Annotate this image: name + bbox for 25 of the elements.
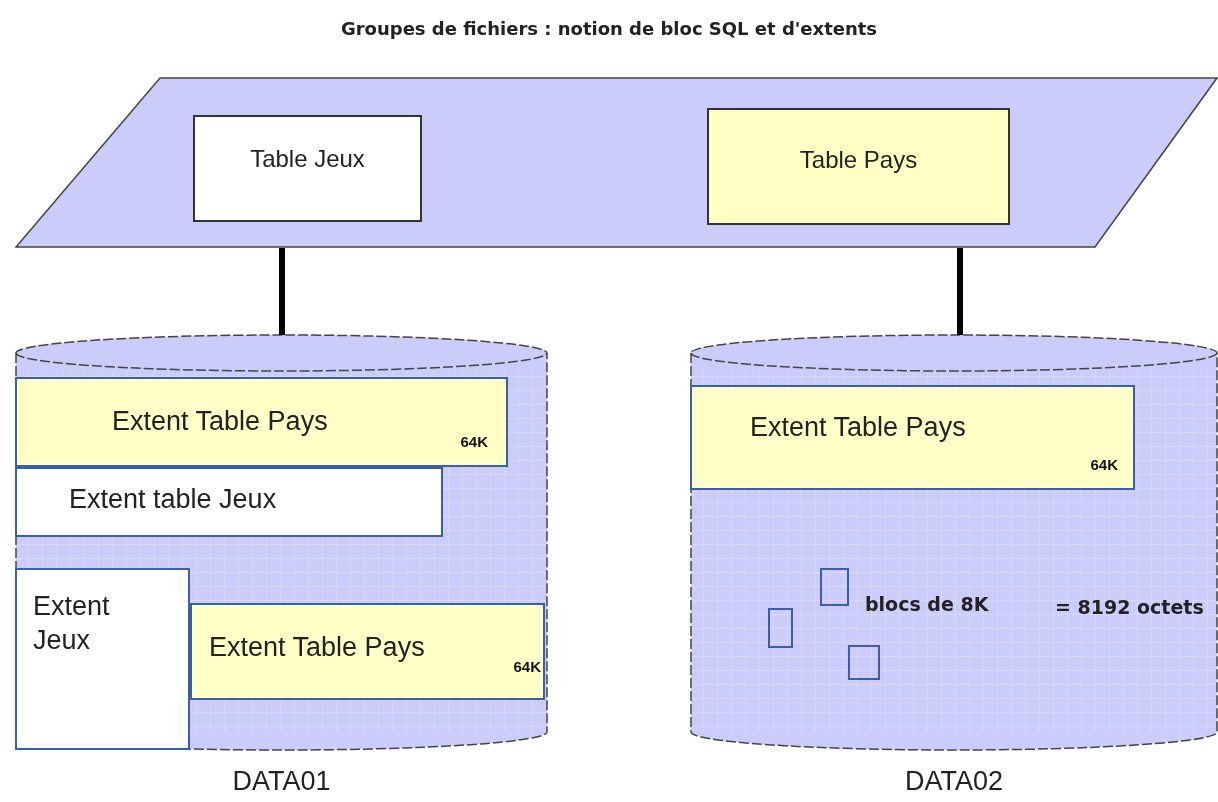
extent-label: Extent Jeux — [32, 590, 111, 657]
parallelogram-shape — [15, 77, 1218, 248]
extent-label: Extent Table Pays — [111, 405, 328, 438]
diagram-title: Groupes de fichiers : notion de bloc SQL et d'extents — [339, 17, 879, 41]
extent-label: Extent Table Pays — [749, 411, 966, 444]
cylinder-label: DATA02 — [903, 768, 1004, 795]
note-text: blocs de 8K — [865, 592, 989, 617]
extent-block — [690, 385, 1135, 490]
block-square — [848, 645, 880, 680]
extent-block — [15, 467, 443, 537]
block-square — [820, 568, 849, 606]
note-text: = 8192 octets — [1055, 595, 1204, 620]
table-label: Table Jeux — [249, 144, 366, 174]
connector-line — [957, 248, 963, 335]
table-box — [707, 108, 1010, 225]
extent-label: Extent table Jeux — [68, 483, 277, 516]
connector-line — [279, 248, 285, 335]
extent-label: Extent Table Pays — [208, 631, 425, 664]
block-square — [768, 608, 793, 648]
cylinder-label: DATA01 — [231, 768, 332, 795]
table-label: Table Pays — [798, 145, 919, 175]
extent-block — [15, 568, 190, 750]
extent-block — [190, 603, 545, 700]
table-box — [193, 115, 422, 222]
extent-block — [15, 377, 508, 467]
